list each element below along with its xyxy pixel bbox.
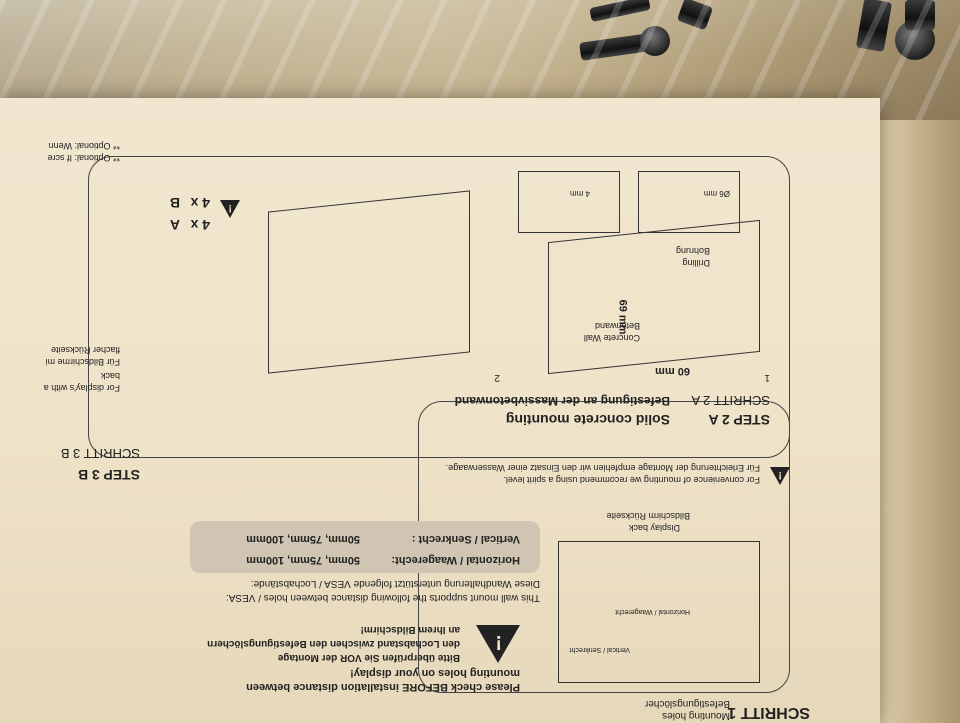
sheet-rotated-content: SCHRITT 1 Mounting holes Befestigungslöc… (0, 98, 880, 723)
num-2: 2 (494, 372, 500, 383)
step3-for-display: For display's with a (43, 383, 120, 393)
step2-title-en: Solid concrete mounting (505, 412, 670, 428)
bohrung-label: Bohrung (675, 246, 710, 256)
anchor-detail-box (518, 171, 620, 233)
drill-detail-box (638, 171, 740, 233)
spirit-note-en: For convenience of mounting we recommend… (503, 475, 760, 485)
mounting-holes-label: Mounting holes (662, 710, 730, 721)
spirit-note-de: Für Erleichterung der Montage empfehlen … (445, 463, 760, 473)
screw-head-icon (895, 20, 935, 60)
screw-icon (676, 0, 714, 31)
warning-en-line1: Please check BEFORE installation distanc… (246, 681, 520, 693)
instruction-sheet: SCHRITT 1 Mounting holes Befestigungslöc… (0, 98, 880, 723)
vertical-diagram-label: Vertical / Senkrecht (569, 646, 630, 653)
small-warning-icon (770, 467, 790, 485)
warning-de-line1: Bitte überprüfen Sie VOR der Montage (277, 652, 460, 663)
screw-head-icon (640, 26, 670, 56)
horizontal-values: 50mm, 75mm, 100mm (246, 554, 360, 566)
horizontal-label: Horizontal / Waagerecht: (391, 554, 520, 566)
dim-60: 60 mm (655, 365, 690, 377)
schritt-1-title: SCHRITT 1 (727, 704, 810, 721)
count-a: 4 x (190, 217, 210, 233)
wall-drilling-diagram (548, 219, 760, 375)
vesa-en-text: This wall mount supports the following d… (225, 592, 540, 603)
wall-anchors-diagram (268, 190, 470, 374)
warning-de-line2: den Lochabstand zwischen den Befestigung… (207, 638, 460, 649)
drilling-label: Drilling (682, 258, 710, 268)
step3-flacher: flacher Rückseite (50, 345, 120, 355)
count-warning-icon (220, 200, 240, 218)
step3-de: SCHRITT 3 B (60, 446, 140, 461)
warning-icon (476, 625, 520, 663)
optional-note-1: ** Optional: If scre (47, 153, 120, 163)
display-back-label: Display back (628, 523, 680, 533)
vertical-label: Vertical / Senkrecht : (411, 533, 520, 545)
step3-fur-bildschirme: Für Bildschirme mi (45, 357, 120, 367)
concrete-wall-label: Concrete Wall (583, 333, 640, 343)
befestigungslocher-label: Befestigungslöcher (644, 698, 730, 709)
warning-de-line3: an Ihrem Bildschirm! (360, 624, 460, 635)
step3-back: back (100, 371, 120, 381)
optional-note-2: ** Optional: Wenn (48, 141, 120, 151)
betonwand-label: Betonwand (594, 321, 640, 331)
letter-b: B (169, 195, 180, 211)
drill-size: Ø6 mm (703, 189, 730, 198)
screw-icon (589, 0, 651, 23)
screw-icon (855, 0, 893, 53)
vesa-de-text: Diese Wandhalterung unterstützt folgende… (250, 578, 540, 589)
vertical-values: 50mm, 75mm, 100mm (246, 533, 360, 545)
screw-icon (579, 33, 651, 61)
num-1: 1 (764, 372, 770, 383)
warning-en-line2: mounting holes on your display! (350, 667, 520, 679)
count-b: 4 x (190, 195, 210, 211)
step3-en: STEP 3 B (78, 467, 140, 483)
letter-a: A (169, 217, 180, 233)
step2-en: STEP 2 A (708, 412, 770, 428)
bildschirm-ruckseite-label: Bildschirm Rückseite (606, 511, 690, 521)
step2-title-de: Befestigung an der Massivbetonwand (454, 394, 670, 408)
screw-icon (905, 0, 935, 30)
horizontal-diagram-label: Horizontal / Waagerecht (615, 608, 690, 615)
anchor-depth: 4 mm (570, 189, 590, 198)
step2-de: SCHRITT 2 A (691, 393, 770, 408)
